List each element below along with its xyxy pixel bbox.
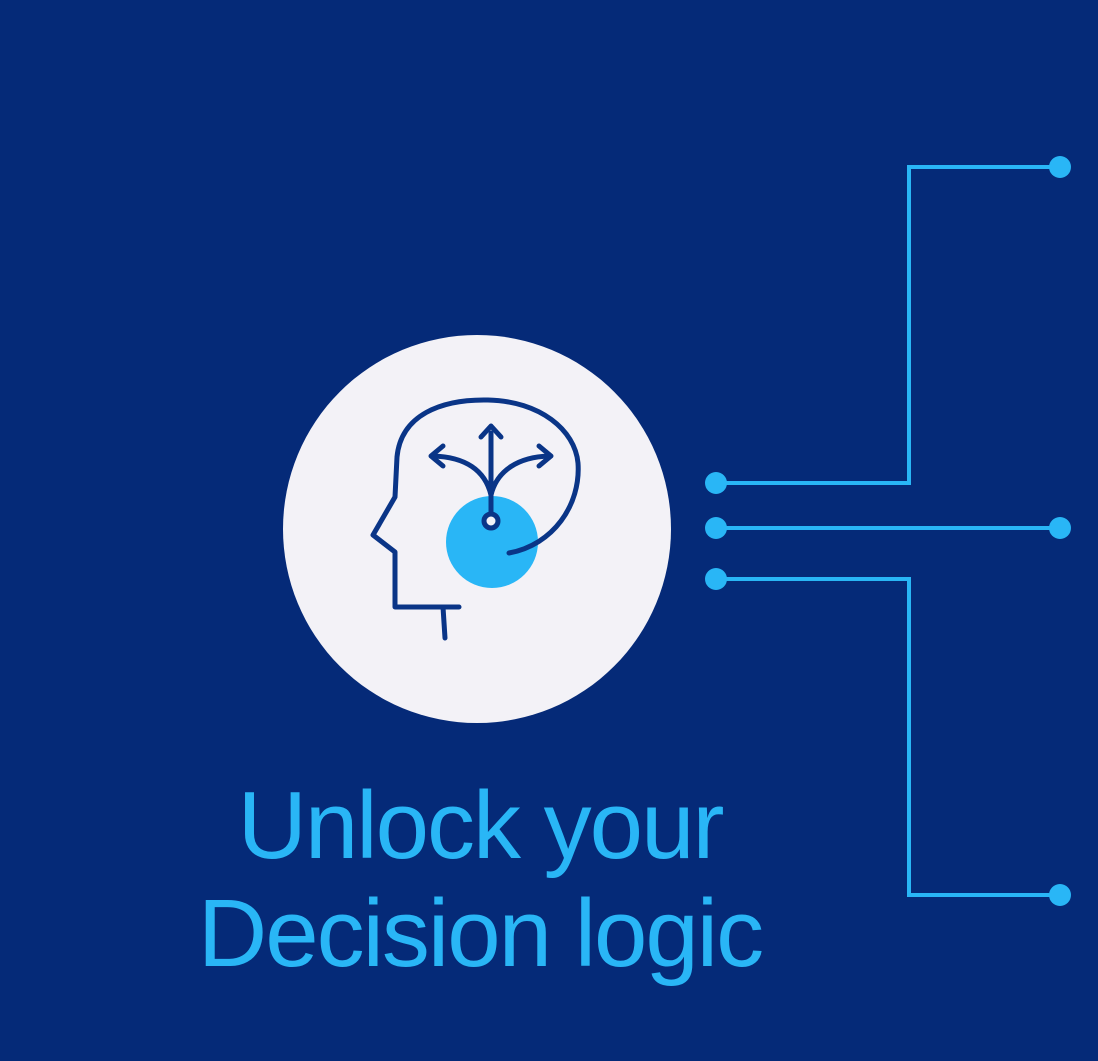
connector-top [716,165,1060,485]
headline-line-2: Decision logic [197,880,764,987]
connector-node-left-middle [705,517,727,539]
emblem-circle [283,335,671,723]
headline: Unlock your Decision logic [0,772,960,988]
head-with-branching-arrows-icon [370,397,581,641]
connector-node-right-bottom [1049,884,1071,906]
connector-node-left-bottom [705,568,727,590]
connector-node-left-top [705,472,727,494]
headline-line-1: Unlock your [237,772,725,879]
connector-node-right-top [1049,156,1071,178]
connector-bottom [716,577,1060,897]
connector-node-right-middle [1049,517,1071,539]
